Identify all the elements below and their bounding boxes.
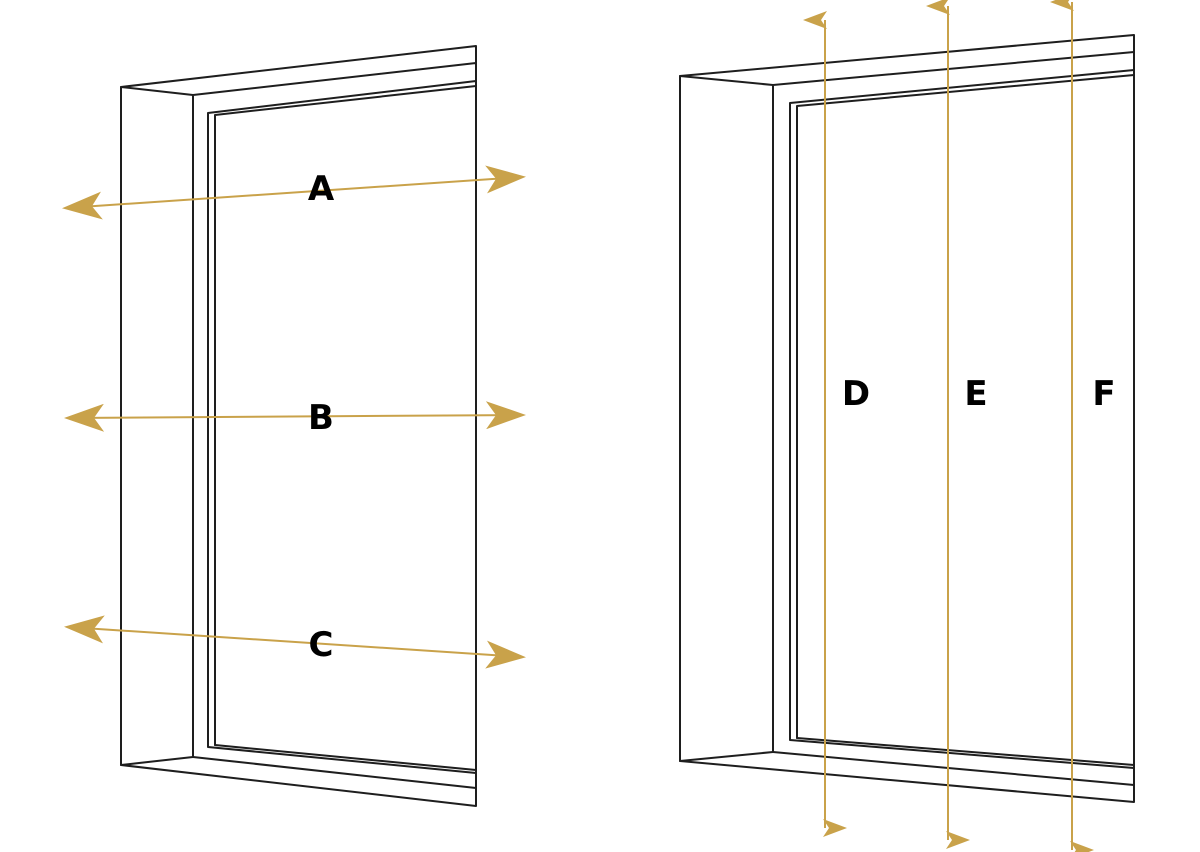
measure-arrow-a — [62, 165, 526, 220]
right-inner-sash-edge — [796, 74, 1135, 739]
measure-arrow-b — [64, 401, 526, 432]
right-window-frame — [679, 34, 1135, 803]
right-inner-sash — [789, 69, 1135, 769]
left-inner-sash — [207, 80, 477, 774]
label-a: A — [308, 169, 335, 209]
right-recess-opening — [772, 51, 1135, 786]
height-measurement-arrows — [803, 0, 1094, 852]
right-bottom-depth-line — [679, 751, 774, 762]
label-d: D — [842, 374, 870, 414]
measure-arrow-c — [64, 615, 526, 669]
left-recess-opening — [192, 62, 477, 789]
left-outer-trim — [120, 45, 477, 807]
left-sill-line — [214, 744, 477, 771]
label-e: E — [964, 374, 987, 414]
measurement-labels: A B C D E F — [308, 169, 1116, 665]
right-top-depth-line — [679, 75, 774, 86]
width-measurement-arrows — [62, 165, 526, 669]
left-bottom-depth-line — [120, 756, 194, 766]
left-top-depth-line — [120, 86, 194, 96]
right-sill-line — [796, 737, 1135, 766]
label-f: F — [1092, 374, 1115, 414]
label-b: B — [308, 398, 334, 438]
left-window-frame — [120, 45, 477, 807]
right-outer-trim — [679, 34, 1135, 803]
left-inner-sash-edge — [214, 85, 477, 746]
label-c: C — [309, 625, 334, 665]
